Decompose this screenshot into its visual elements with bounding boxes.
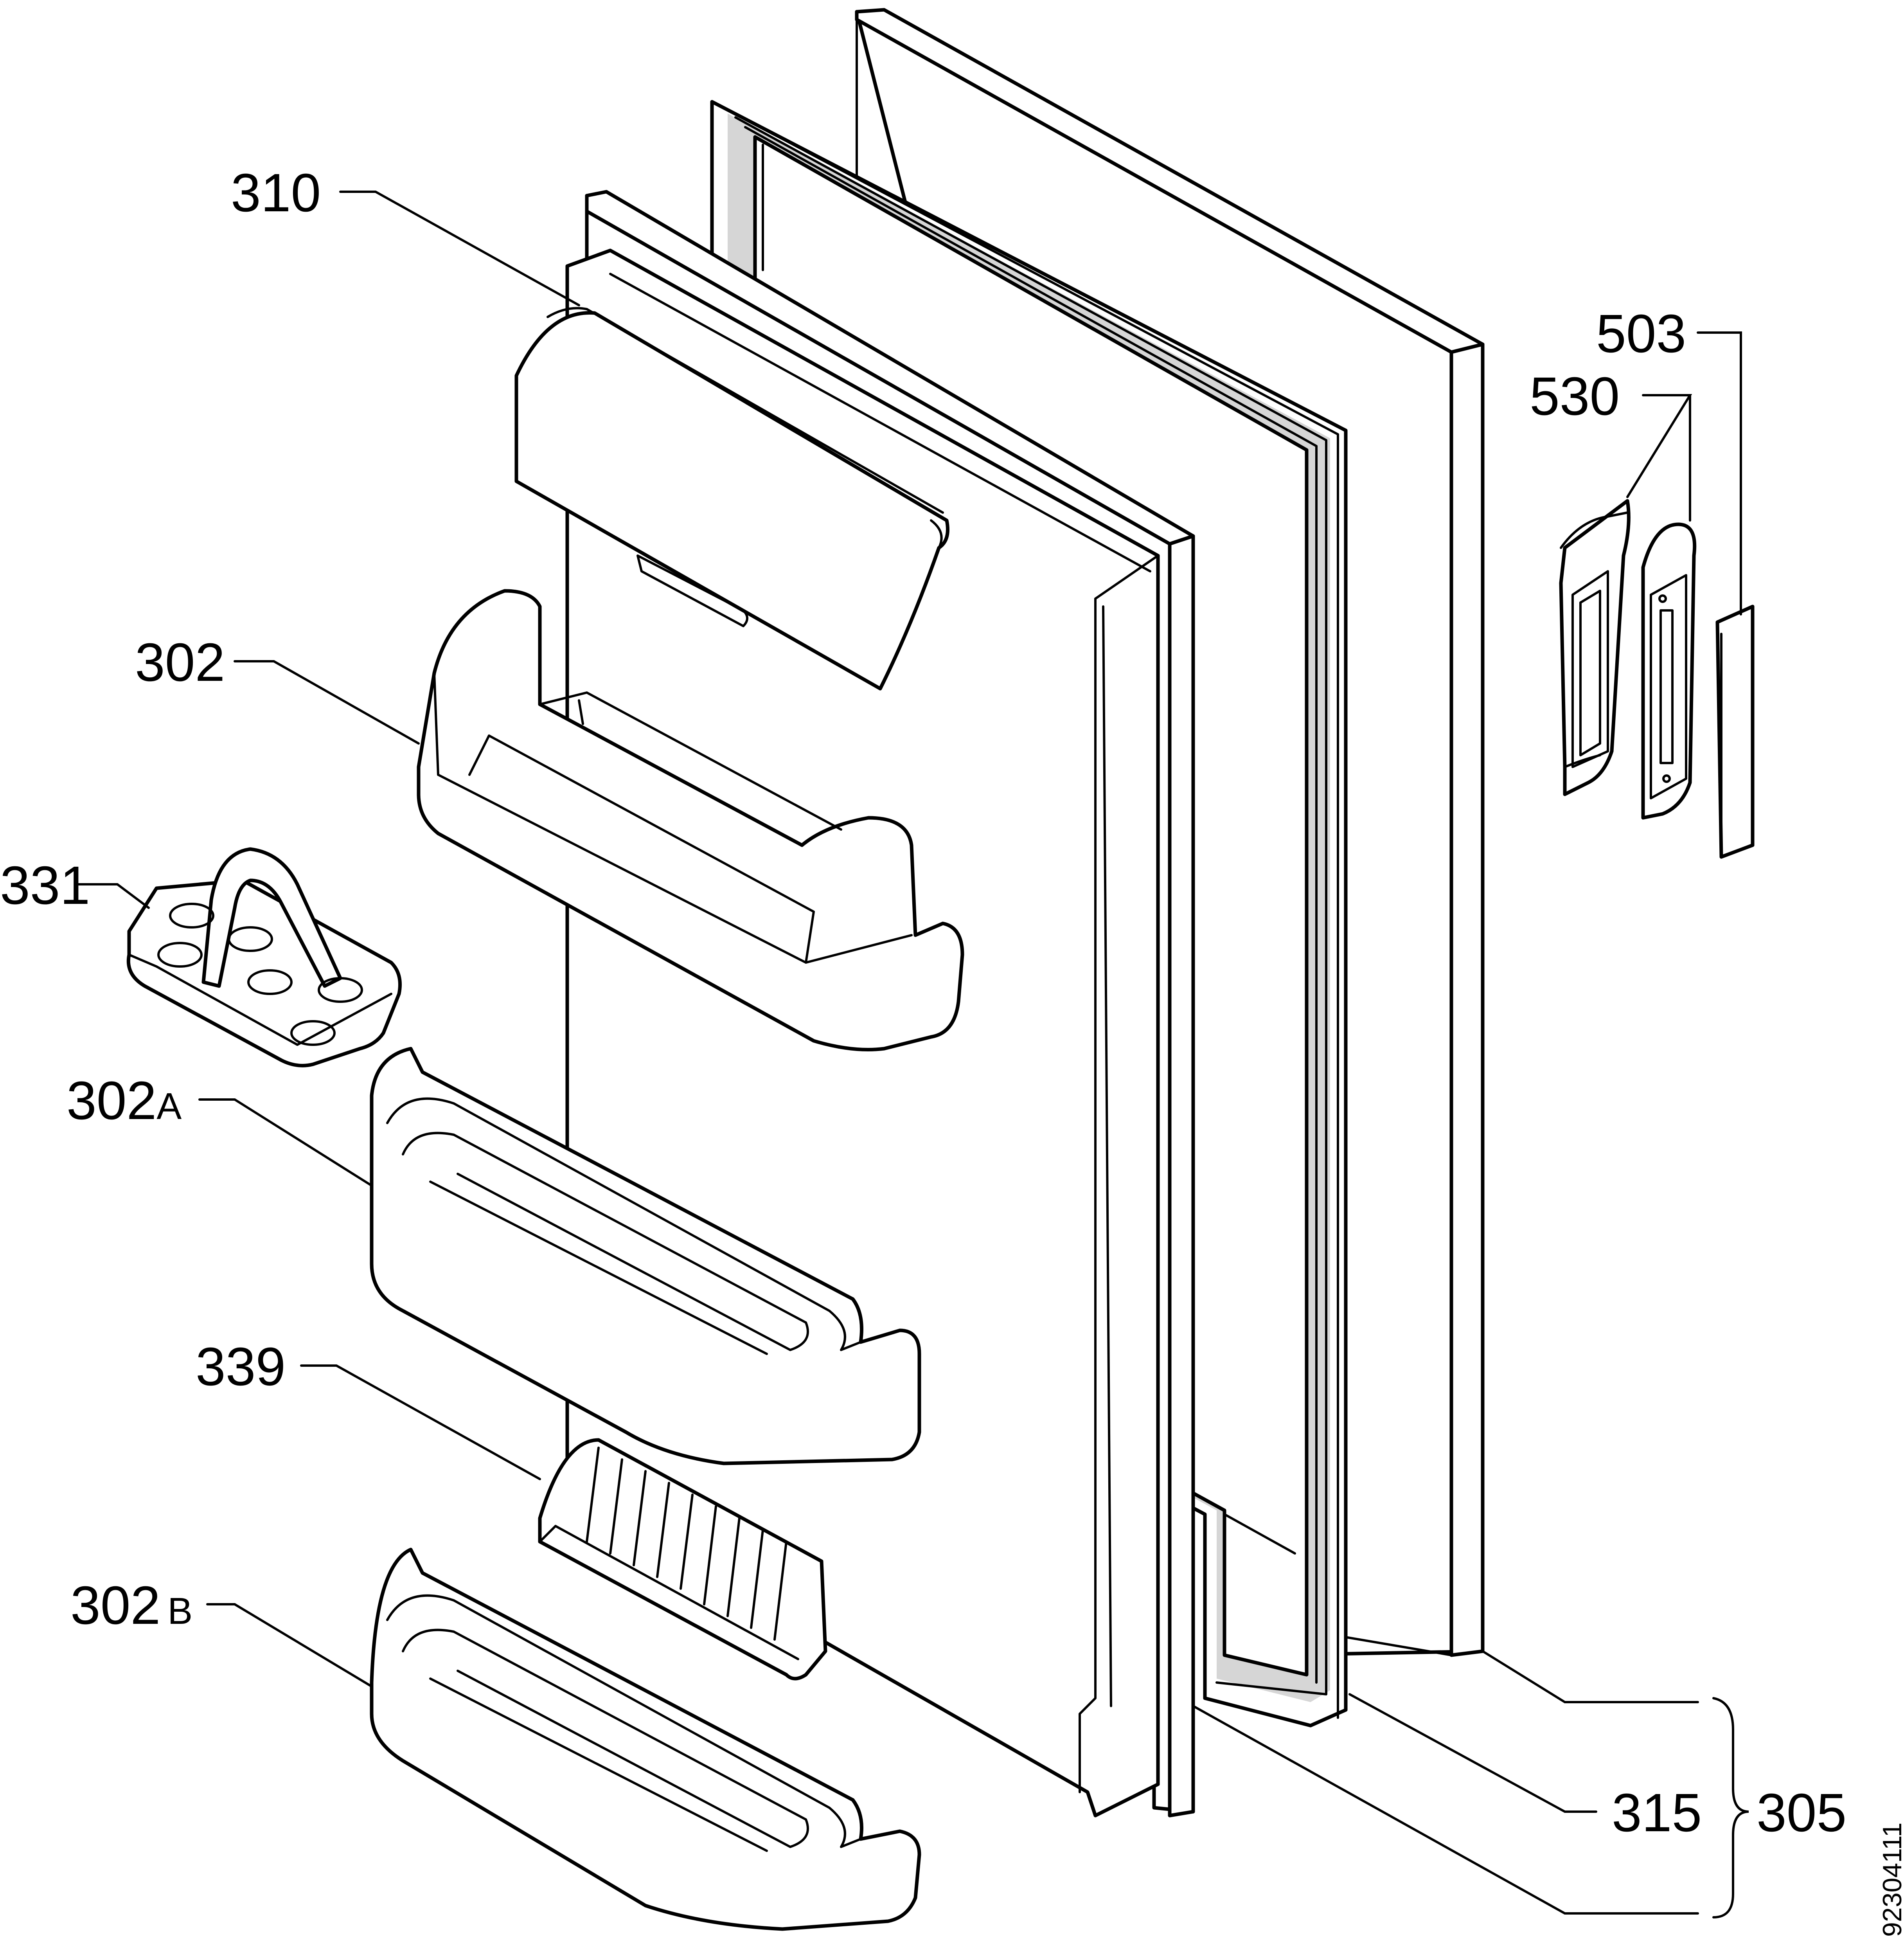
bottle-retainer	[538, 1438, 827, 1681]
callout-302a-number: 302	[67, 1071, 156, 1131]
callout-331: 331	[0, 855, 90, 916]
callout-302a-suffix: A	[156, 1085, 182, 1127]
callout-302b-suffix: B	[167, 1590, 192, 1632]
callout-305: 305	[1757, 1783, 1846, 1843]
upper-door-shelf	[417, 589, 964, 1051]
callout-310: 310	[231, 163, 321, 223]
leader-lines	[77, 191, 1749, 1918]
callout-530: 530	[1530, 366, 1620, 427]
callout-302b-number: 302	[70, 1575, 160, 1636]
egg-tray	[126, 847, 402, 1067]
callout-315: 315	[1612, 1783, 1702, 1843]
dairy-flap	[514, 307, 949, 691]
middle-door-shelf	[370, 1047, 921, 1465]
callout-302: 302	[135, 632, 225, 693]
hinge-bracket	[1559, 499, 1631, 796]
callout-339: 339	[196, 1337, 286, 1397]
hinge-cover	[1715, 605, 1755, 859]
hinge-plate	[1641, 522, 1697, 820]
drawing-number: 92304111	[1877, 1823, 1904, 1937]
callout-302a: 302A	[67, 1071, 182, 1131]
lower-door-shelf	[370, 1548, 921, 1931]
callout-503: 503	[1596, 304, 1686, 364]
